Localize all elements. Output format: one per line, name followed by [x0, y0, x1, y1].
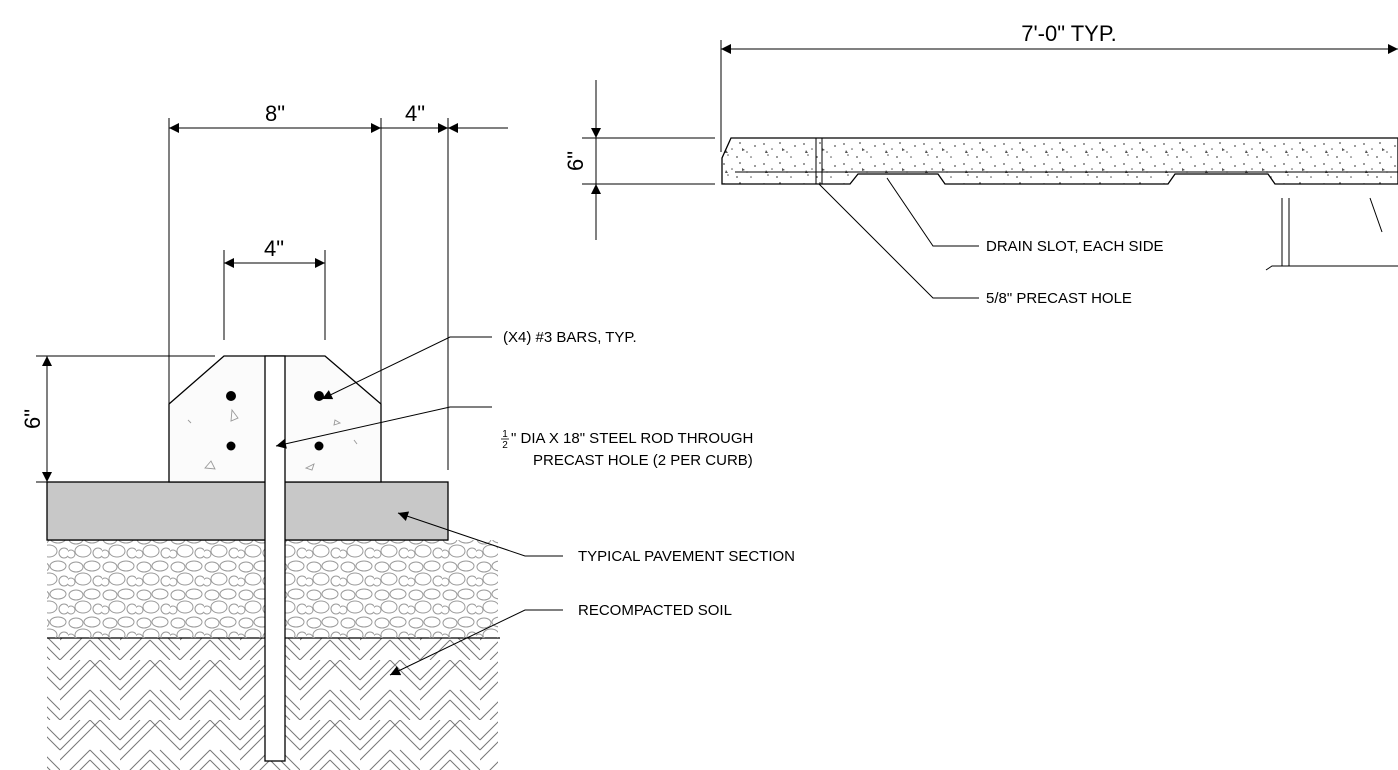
- pavement-layer: [46, 481, 449, 541]
- note-rod-line2: PRECAST HOLE (2 PER CURB): [533, 452, 753, 469]
- rebar-4: [314, 441, 324, 451]
- dim-offset: 4": [405, 101, 425, 126]
- curb-elevation: [721, 137, 1398, 185]
- note-pavement: TYPICAL PAVEMENT SECTION: [578, 548, 795, 565]
- dim-plan-length: 7'-0" TYP.: [1021, 21, 1117, 46]
- dim-top-width: 4": [264, 236, 284, 261]
- note-drain-slot: DRAIN SLOT, EACH SIDE: [986, 238, 1164, 255]
- rebar-2: [314, 391, 324, 401]
- rod-fraction-numerator: 1: [502, 429, 508, 440]
- dim-curb-height: 6": [20, 409, 45, 429]
- note-soil: RECOMPACTED SOIL: [578, 602, 732, 619]
- steel-rod: [264, 355, 286, 762]
- note-rod: 1 2 " DIA X 18" STEEL ROD THROUGH PRECAS…: [501, 429, 753, 469]
- rebar-1: [226, 391, 236, 401]
- note-precast-hole: 5/8" PRECAST HOLE: [986, 290, 1132, 307]
- elevation-view: 7'-0" TYP. 6": [563, 21, 1398, 299]
- note-rod-line1: " DIA X 18" STEEL ROD THROUGH: [511, 430, 753, 447]
- section-view: 8" 4" 4" 6": [20, 101, 563, 770]
- note-bars: (X4) #3 BARS, TYP.: [503, 329, 637, 346]
- rebar-3: [226, 441, 236, 451]
- dim-curb-width: 8": [265, 101, 285, 126]
- rod-fraction-denominator: 2: [502, 440, 508, 451]
- concrete-aggregate: [187, 408, 358, 471]
- dim-plan-thickness: 6": [563, 151, 588, 171]
